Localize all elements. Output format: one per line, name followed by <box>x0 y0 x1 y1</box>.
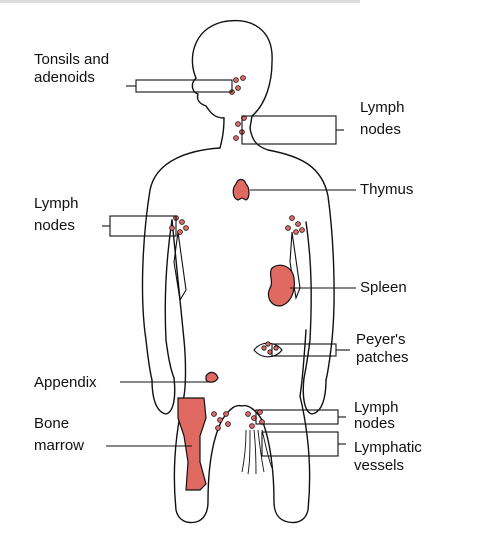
top-rule <box>0 0 360 3</box>
label-lymph-nodes-arm-line2: nodes <box>34 217 75 234</box>
label-bone-marrow-line2: marrow <box>34 437 84 454</box>
label-lymphatic-vessels-line2: vessels <box>354 457 404 474</box>
label-lymph-nodes-neck-line1: Lymph <box>360 99 404 116</box>
lymph-nodes-groin-right <box>245 409 265 429</box>
lymph-nodes-neck <box>233 115 247 141</box>
label-thymus-line1: Thymus <box>360 181 413 198</box>
label-lymph-nodes-groin: Lymph nodes <box>354 399 403 432</box>
lymph-nodes-tonsils <box>229 75 246 95</box>
lymphatic-vessels-lines <box>241 429 273 475</box>
label-tonsils: Tonsils and adenoids <box>34 51 113 86</box>
thymus-organ <box>232 178 250 201</box>
label-bone-marrow-line1: Bone <box>34 415 69 432</box>
label-spleen-line1: Spleen <box>360 279 407 296</box>
label-tonsils-line2: adenoids <box>34 69 95 86</box>
label-peyers-patches: Peyer's patches <box>356 331 410 366</box>
label-thymus: Thymus <box>360 181 413 198</box>
label-spleen: Spleen <box>360 279 407 296</box>
leader-lines <box>102 79 356 457</box>
label-bone-marrow: Bone marrow <box>34 415 84 454</box>
label-tonsils-line1: Tonsils and <box>34 51 109 68</box>
body-outline <box>141 20 335 524</box>
bone-marrow-organ <box>177 397 207 491</box>
label-peyers-patches-line2: patches <box>356 349 409 366</box>
label-lymph-nodes-arm: Lymph nodes <box>34 195 83 234</box>
label-lymph-nodes-groin-line2: nodes <box>354 415 395 432</box>
spleen-organ <box>267 264 295 307</box>
appendix-organ <box>205 371 219 383</box>
label-lymphatic-vessels-line1: Lymphatic <box>354 439 422 456</box>
label-lymph-nodes-neck: Lymph nodes <box>360 99 409 138</box>
lymph-nodes-groin-left <box>211 411 231 431</box>
label-lymph-nodes-neck-line2: nodes <box>360 121 401 138</box>
peyers-patches-nodes <box>253 341 283 358</box>
label-lymph-nodes-arm-line1: Lymph <box>34 195 78 212</box>
lymph-nodes-right-armpit <box>285 215 305 235</box>
label-appendix-line1: Appendix <box>34 374 97 391</box>
label-appendix: Appendix <box>34 374 97 391</box>
label-lymphatic-vessels: Lymphatic vessels <box>354 439 426 474</box>
label-peyers-patches-line1: Peyer's <box>356 331 406 348</box>
label-lymph-nodes-groin-line1: Lymph <box>354 399 398 416</box>
